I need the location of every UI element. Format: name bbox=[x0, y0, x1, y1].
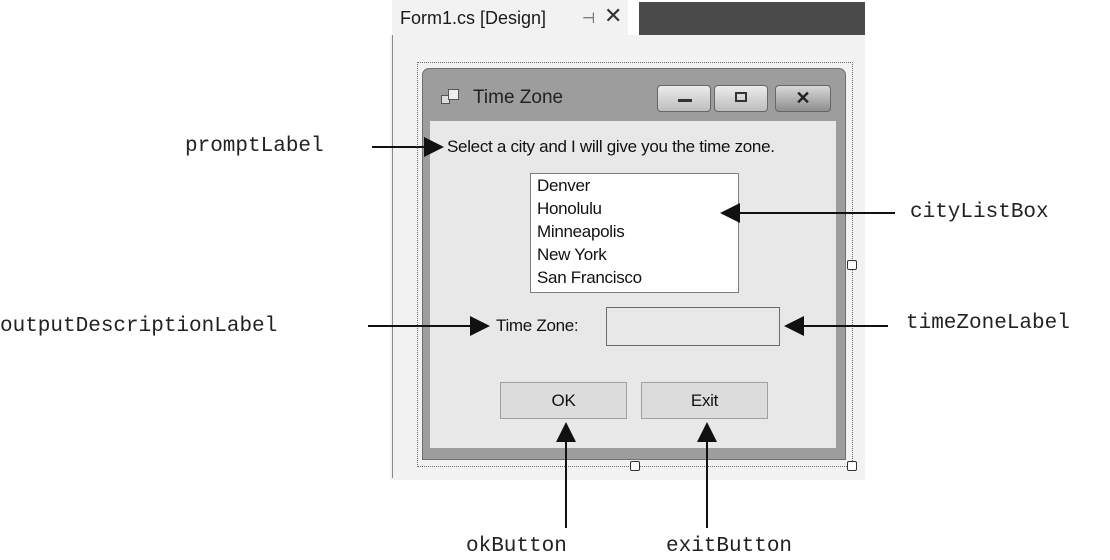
exit-button[interactable]: Exit bbox=[641, 382, 768, 419]
ok-button[interactable]: OK bbox=[500, 382, 627, 419]
callout-output-description-label: outputDescriptionLabel bbox=[0, 315, 278, 338]
output-description-label: Time Zone: bbox=[496, 316, 579, 335]
city-list-box[interactable]: Denver Honolulu Minneapolis New York San… bbox=[530, 173, 739, 293]
list-item[interactable]: Honolulu bbox=[537, 199, 602, 218]
close-button[interactable]: ✕ bbox=[775, 85, 831, 112]
resize-handle-right[interactable] bbox=[847, 260, 857, 270]
list-item[interactable]: San Francisco bbox=[537, 268, 642, 287]
callout-city-list-box: cityListBox bbox=[910, 201, 1049, 224]
close-window-icon: ✕ bbox=[795, 88, 811, 108]
callout-ok-button: okButton bbox=[466, 535, 567, 558]
list-item[interactable]: Denver bbox=[537, 176, 591, 195]
minimize-button[interactable] bbox=[657, 85, 711, 112]
designer-tab-strip: Form1.cs [Design] ⊣ ✕ bbox=[390, 0, 865, 35]
time-zone-label bbox=[606, 307, 780, 346]
callout-time-zone-label: timeZoneLabel bbox=[906, 312, 1070, 335]
resize-handle-bottom[interactable] bbox=[630, 461, 640, 471]
list-item[interactable]: New York bbox=[537, 245, 607, 264]
app-form-icon bbox=[441, 89, 459, 105]
tab-title: Form1.cs [Design] bbox=[400, 8, 547, 28]
tab-strip-fill bbox=[639, 2, 865, 35]
callout-exit-button: exitButton bbox=[666, 535, 793, 558]
canvas-divider bbox=[392, 35, 393, 478]
list-item[interactable]: Minneapolis bbox=[537, 222, 625, 241]
prompt-label: Select a city and I will give you the ti… bbox=[447, 137, 775, 156]
close-icon[interactable]: ✕ bbox=[604, 3, 623, 28]
maximize-icon bbox=[735, 92, 747, 102]
resize-handle-corner[interactable] bbox=[847, 461, 857, 471]
tab-form1-design[interactable]: Form1.cs [Design] ⊣ ✕ bbox=[392, 0, 628, 35]
minimize-icon bbox=[678, 99, 692, 102]
pin-icon[interactable]: ⊣ bbox=[582, 10, 596, 27]
callout-prompt-label: promptLabel bbox=[185, 135, 324, 158]
form-title: Time Zone bbox=[473, 87, 564, 108]
maximize-button[interactable] bbox=[714, 85, 768, 112]
